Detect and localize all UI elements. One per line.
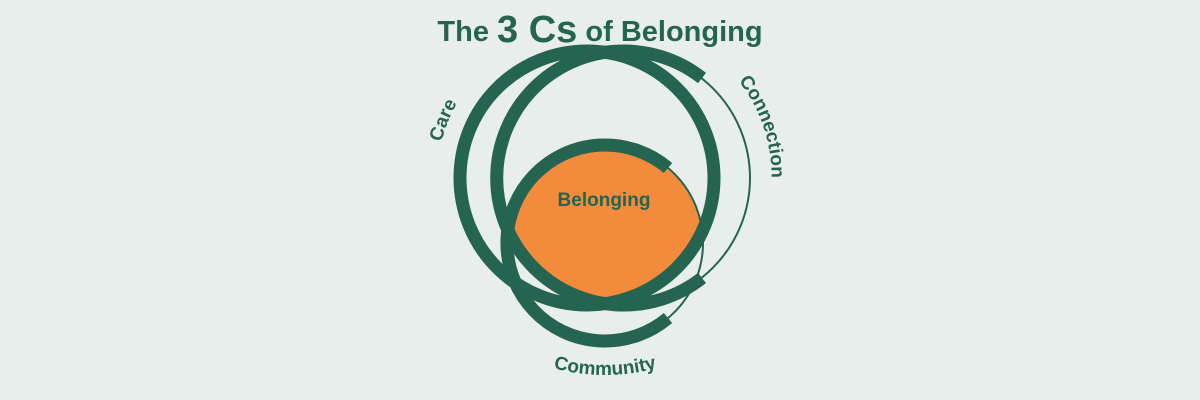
title-prefix: The (437, 16, 489, 48)
community-label: Community (552, 353, 658, 380)
connection-circle-arc (490, 44, 706, 312)
belonging-label: Belonging (558, 190, 651, 211)
page-title: The 3 Cs of Belonging (0, 8, 1200, 54)
title-suffix: of Belonging (585, 16, 763, 48)
care-label: Care (426, 95, 462, 143)
community-circle-arc (500, 138, 673, 348)
title-emphasis: 3 Cs (497, 9, 578, 51)
connection-label: Connection (735, 71, 788, 178)
